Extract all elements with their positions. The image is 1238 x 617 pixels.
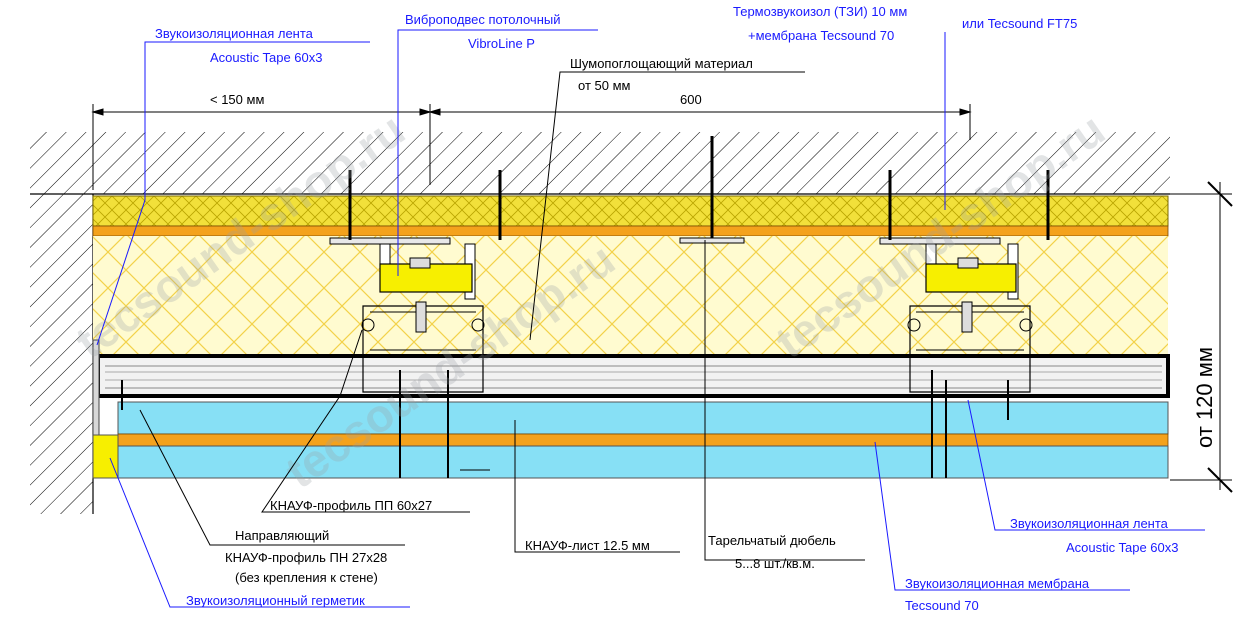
- label-tzi-alt: или Tecsound FT75: [962, 16, 1077, 31]
- profile-pp-1: [361, 301, 485, 393]
- label-absorber-1: Шумопоглощающий материал: [570, 56, 753, 71]
- label-absorber-2: от 50 мм: [578, 78, 631, 93]
- dimension-width: [91, 104, 972, 190]
- leader-lines: [96, 29, 1205, 608]
- label-sealant: Звукоизоляционный герметик: [186, 593, 365, 608]
- dim-spacing: 600: [680, 92, 702, 107]
- concrete-slab: [30, 132, 1170, 194]
- mid-membrane: [117, 433, 1169, 447]
- label-sheet: КНАУФ-лист 12.5 мм: [525, 538, 650, 553]
- label-dowel-1: Тарельчатый дюбель: [708, 533, 836, 548]
- guide-profile-pn: [96, 354, 1170, 398]
- label-profile-pp: КНАУФ-профиль ПП 60x27: [270, 498, 432, 513]
- label-hanger-2: VibroLine P: [468, 36, 535, 51]
- label-tzi-1: Термозвукоизол (ТЗИ) 10 мм: [733, 4, 907, 19]
- drywall-sheet-1: [117, 401, 1169, 435]
- label-hanger-1: Виброподвес потолочный: [405, 12, 560, 27]
- label-guide-2: КНАУФ-профиль ПН 27x28: [225, 550, 387, 565]
- label-tzi-2: +мембрана Tecsound 70: [748, 28, 894, 43]
- label-tape-top-2: Acoustic Tape 60x3: [210, 50, 323, 65]
- label-membrane-1: Звукоизоляционная мембрана: [905, 576, 1090, 591]
- vibro-hanger-2: [879, 170, 1050, 300]
- tzi-layer: [92, 195, 1169, 227]
- sealant: [92, 434, 119, 479]
- plate-dowel: [679, 136, 745, 244]
- label-tape-top-1: Звукоизоляционная лента: [155, 26, 314, 41]
- profile-pp-2: [907, 301, 1033, 393]
- vibro-hanger-1: [329, 170, 502, 300]
- dimension-height: [1170, 181, 1233, 493]
- label-membrane-2: Tecsound 70: [905, 598, 979, 613]
- absorber-layer: [93, 236, 1168, 356]
- label-guide-1: Направляющий: [235, 528, 329, 543]
- screws: [121, 370, 1009, 478]
- label-tape-bottom-2: Acoustic Tape 60x3: [1066, 540, 1179, 555]
- concrete-wall: [30, 194, 93, 514]
- dim-height: от 120 мм: [1192, 347, 1217, 448]
- dim-wall-gap: < 150 мм: [210, 92, 264, 107]
- label-tape-bottom-1: Звукоизоляционная лента: [1010, 516, 1169, 531]
- drywall-sheet-2: [117, 445, 1169, 479]
- label-dowel-2: 5...8 шт./кв.м.: [735, 556, 815, 571]
- label-guide-3: (без крепления к стене): [235, 570, 378, 585]
